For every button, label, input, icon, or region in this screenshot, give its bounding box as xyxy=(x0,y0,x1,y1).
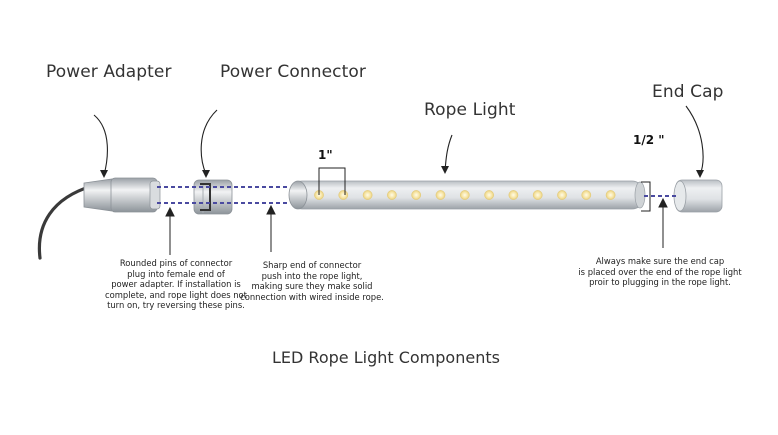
power-adapter xyxy=(83,177,161,213)
led-bulb xyxy=(484,190,494,200)
one-inch-bracket xyxy=(318,167,346,195)
arrow-heads xyxy=(100,166,704,178)
led-bulb xyxy=(387,190,397,200)
endcap-note: Always make sure the end cap is placed o… xyxy=(578,256,742,288)
end-cap-label: End Cap xyxy=(652,82,724,102)
led-bulb xyxy=(508,190,519,200)
connector-note: Sharp end of connector push into the rop… xyxy=(240,260,384,302)
end-cap xyxy=(673,179,723,213)
power-connector xyxy=(193,179,233,215)
led-bulb xyxy=(605,190,616,200)
power-connector-label: Power Connector xyxy=(220,62,366,82)
half-inch-bracket xyxy=(641,181,651,212)
adapter-cable xyxy=(37,184,94,260)
led-bulb xyxy=(532,190,543,200)
led-bulb xyxy=(459,190,470,200)
led-bulbs xyxy=(314,190,616,200)
led-bulb xyxy=(435,190,446,200)
one-inch-label: 1" xyxy=(318,148,333,162)
led-bulb xyxy=(557,190,567,200)
rope-light-label: Rope Light xyxy=(424,100,516,120)
led-bulb xyxy=(411,190,422,200)
led-bulb xyxy=(338,190,349,200)
alignment-dashes xyxy=(157,186,676,204)
power-adapter-label: Power Adapter xyxy=(46,62,172,82)
led-bulb xyxy=(362,190,373,200)
callout-arrows xyxy=(93,105,704,176)
adapter-note: Rounded pins of connector plug into fema… xyxy=(105,258,247,311)
diagram-caption: LED Rope Light Components xyxy=(272,348,500,367)
note-pointers xyxy=(165,197,668,255)
half-inch-label: 1/2 " xyxy=(633,133,665,147)
led-bulb xyxy=(581,190,592,200)
